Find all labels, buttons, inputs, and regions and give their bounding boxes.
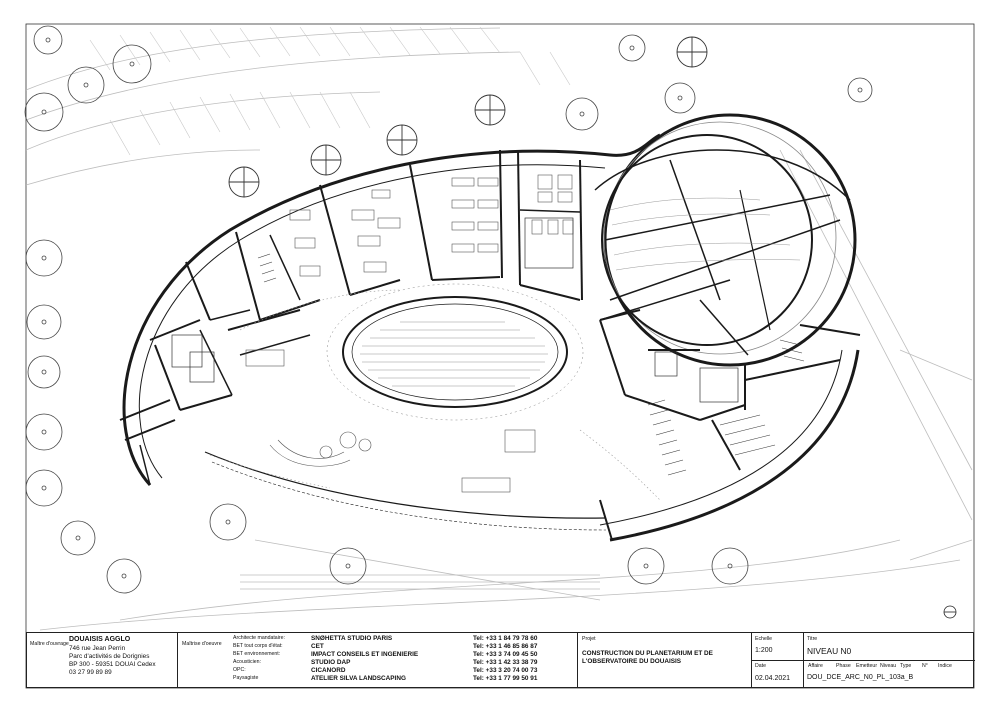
title-label: Titre bbox=[807, 636, 818, 642]
scale-value: 1:200 bbox=[755, 647, 773, 654]
client-section: Maître d'ouvrage DOUAISIS AGGLO 746 rue … bbox=[27, 633, 177, 687]
client-phone: 03 27 99 89 89 bbox=[69, 669, 112, 676]
project-section: Projet CONSTRUCTION DU PLANETARIUM ET DE… bbox=[577, 633, 751, 687]
ref-header: Phase bbox=[836, 663, 851, 669]
team-company: ATELIER SILVA LANDSCAPING bbox=[311, 675, 406, 682]
client-name: DOUAISIS AGGLO bbox=[69, 636, 131, 643]
project-title-line: L'OBSERVATOIRE DU DOUAISIS bbox=[582, 658, 682, 665]
team-role: Acousticien: bbox=[233, 659, 261, 665]
sanitary-blocks bbox=[171, 217, 739, 403]
scale-date-section: Echelle 1:200 Date 02.04.2021 bbox=[751, 633, 803, 687]
team-role: OPC: bbox=[233, 667, 246, 673]
team-phone: Tel: +33 3 74 09 45 50 bbox=[473, 651, 538, 658]
team-role: BET tout corps d'état: bbox=[233, 643, 283, 649]
team-role: BET environnement: bbox=[233, 651, 281, 657]
team-phone: Tel: +33 1 84 79 78 60 bbox=[473, 635, 538, 642]
trees bbox=[24, 25, 873, 594]
team-phone: Tel: +33 1 46 85 86 87 bbox=[473, 643, 538, 650]
site-context bbox=[25, 27, 973, 631]
team-company: SNØHETTA STUDIO PARIS bbox=[311, 635, 393, 642]
north-arrow-icon bbox=[943, 605, 957, 619]
circulation-lines bbox=[209, 289, 661, 501]
project-label: Projet bbox=[582, 636, 596, 642]
client-role-label: Maître d'ouvrage bbox=[30, 641, 69, 647]
feature-trees bbox=[228, 36, 708, 198]
team-phone: Tel: +33 1 42 33 38 79 bbox=[473, 659, 538, 666]
team-company: CICANORD bbox=[311, 667, 346, 674]
drawing-reference: DOU_DCE_ARC_N0_PL_103a_B bbox=[807, 674, 914, 681]
central-atrium bbox=[326, 283, 584, 421]
team-role-label: Maîtrise d'oeuvre bbox=[182, 641, 222, 647]
interior-walls bbox=[119, 149, 861, 486]
ref-header: Indice bbox=[938, 663, 952, 669]
ref-header: Emetteur bbox=[856, 663, 878, 669]
title-block: Maître d'ouvrage DOUAISIS AGGLO 746 rue … bbox=[26, 632, 975, 688]
team-phone: Tel: +33 3 20 74 00 73 bbox=[473, 667, 538, 674]
planetarium-dome bbox=[594, 113, 857, 367]
team-company: IMPACT CONSEILS ET INGENIERIE bbox=[311, 651, 419, 658]
building-outline bbox=[122, 133, 860, 542]
client-address-line: Parc d'activités de Dorignies bbox=[69, 653, 150, 660]
client-address-line: BP 300 - 59351 DOUAI Cedex bbox=[69, 661, 156, 668]
project-title-line: CONSTRUCTION DU PLANETARIUM ET DE bbox=[582, 650, 713, 657]
team-role: Paysagiste bbox=[233, 675, 259, 681]
sheet-title: NIVEAU N0 bbox=[807, 646, 852, 656]
date-label: Date bbox=[755, 663, 766, 669]
ref-header: Type bbox=[900, 663, 912, 669]
stairs bbox=[257, 253, 805, 476]
title-section: Titre NIVEAU N0 Affaire Phase Emetteur N… bbox=[803, 633, 975, 687]
ref-header: Niveau bbox=[880, 663, 897, 669]
ref-header: Affaire bbox=[808, 663, 823, 669]
team-role: Architecte mandataire: bbox=[233, 635, 285, 641]
scale-label: Echelle bbox=[755, 636, 773, 642]
team-phone: Tel: +33 1 77 99 50 91 bbox=[473, 675, 538, 682]
parking-stalls bbox=[89, 26, 571, 156]
ref-header: N° bbox=[922, 663, 928, 669]
team-company: STUDIO DAP bbox=[311, 659, 351, 666]
atrium-planting bbox=[360, 321, 548, 387]
client-address-line: 746 rue Jean Perrin bbox=[69, 645, 126, 652]
team-company: CET bbox=[311, 643, 324, 650]
date-value: 02.04.2021 bbox=[755, 675, 791, 682]
drawing-frame bbox=[25, 23, 975, 689]
furniture bbox=[245, 174, 574, 493]
team-section: Maîtrise d'oeuvre Architecte mandataire:… bbox=[177, 633, 602, 687]
